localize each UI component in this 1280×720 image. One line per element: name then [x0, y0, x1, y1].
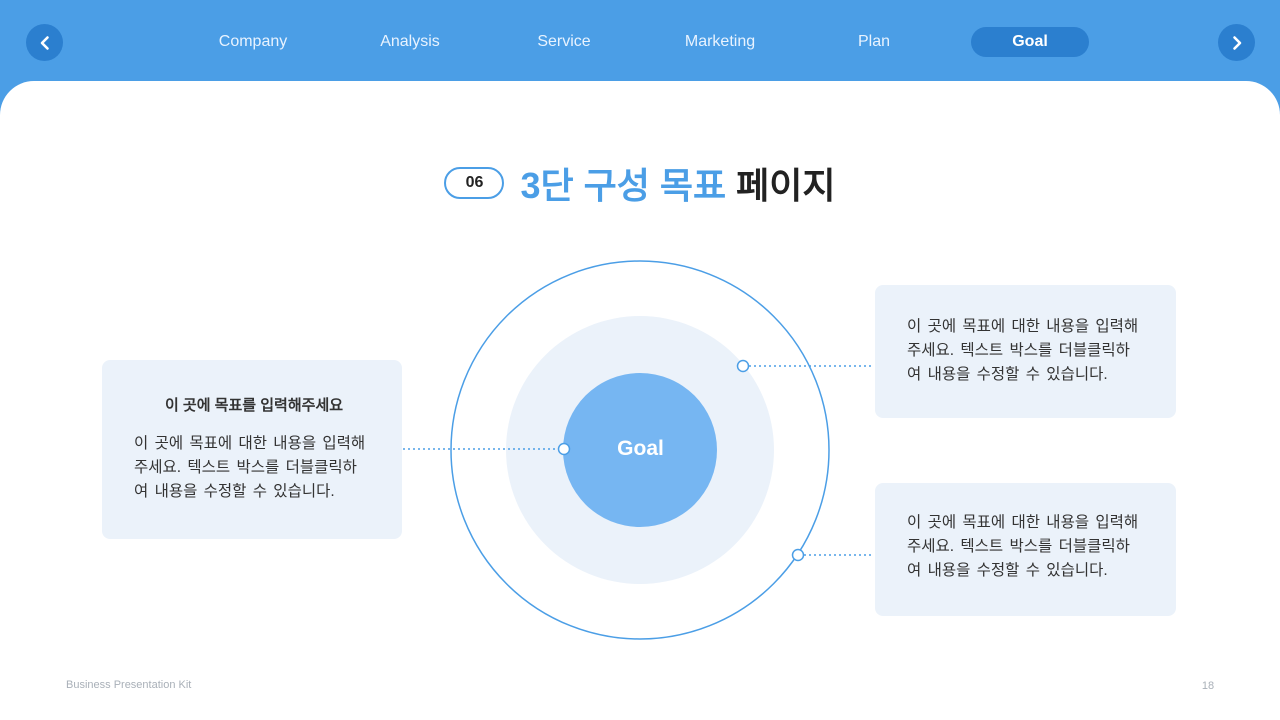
top-navigation-bar: Company Analysis Service Marketing Plan …: [0, 0, 1280, 86]
goal-box-text: 이 곳에 목표에 대한 내용을 입력해 주세요. 텍스트 박스를 더블클릭하 여…: [907, 514, 1139, 579]
goal-box-text: 이 곳에 목표에 대한 내용을 입력해 주세요. 텍스트 박스를 더블클릭하 여…: [134, 435, 366, 500]
section-tabs: Company Analysis Service Marketing Plan …: [0, 27, 1280, 57]
footer-brand: Business Presentation Kit: [66, 679, 192, 691]
connector-dot-left: [557, 442, 571, 456]
tab-marketing[interactable]: Marketing: [684, 33, 756, 50]
tab-plan[interactable]: Plan: [857, 33, 891, 50]
connector-dot-bottom-right: [791, 548, 805, 562]
goal-center-label: Goal: [617, 437, 664, 460]
goal-box-title: 이 곳에 목표를 입력해주세요: [164, 397, 344, 414]
previous-slide-button[interactable]: [26, 24, 63, 61]
tab-analysis[interactable]: Analysis: [380, 33, 440, 50]
tab-goal[interactable]: Goal: [971, 27, 1089, 57]
connector-dot-top-right: [736, 359, 750, 373]
tab-service[interactable]: Service: [537, 33, 591, 50]
goal-text-box-top-right[interactable]: 이 곳에 목표에 대한 내용을 입력해 주세요. 텍스트 박스를 더블클릭하 여…: [875, 285, 1176, 418]
page-number: 18: [1201, 680, 1215, 692]
chevron-right-icon: [1232, 35, 1241, 50]
goal-text-box-left[interactable]: 이 곳에 목표를 입력해주세요 이 곳에 목표에 대한 내용을 입력해 주세요.…: [102, 360, 402, 539]
section-number-badge: 06: [444, 167, 505, 199]
inner-goal-circle: [563, 373, 717, 527]
next-slide-button[interactable]: [1218, 24, 1255, 61]
goal-text-box-bottom-right[interactable]: 이 곳에 목표에 대한 내용을 입력해 주세요. 텍스트 박스를 더블클릭하 여…: [875, 483, 1176, 616]
goal-box-text: 이 곳에 목표에 대한 내용을 입력해 주세요. 텍스트 박스를 더블클릭하 여…: [907, 318, 1139, 383]
page-title: 06 3단 구성 목표 페이지: [0, 158, 1280, 208]
chevron-left-icon: [40, 35, 49, 50]
page-title-highlight: 3단 구성 목표: [520, 165, 727, 206]
tab-company[interactable]: Company: [218, 33, 288, 50]
page-title-rest: 페이지: [736, 165, 836, 206]
